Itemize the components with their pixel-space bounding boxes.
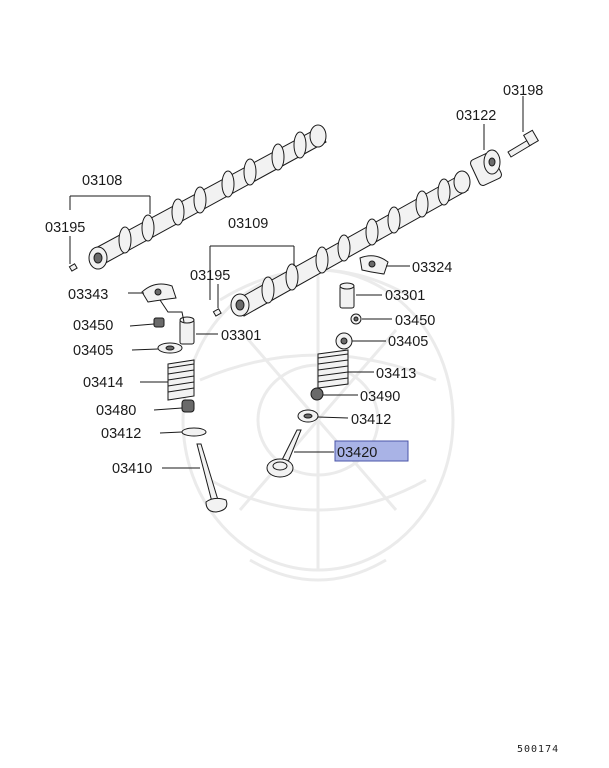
part-label-03343[interactable]: 03343 — [68, 287, 108, 303]
dowel-pin-left[interactable] — [68, 263, 78, 272]
stem-seal-left[interactable] — [181, 399, 195, 413]
rocker-arm-right[interactable] — [359, 255, 389, 275]
spring-retainer-left[interactable] — [157, 342, 183, 354]
part-label-03412-left[interactable]: 03412 — [101, 426, 141, 442]
camshaft-right-lobes — [261, 170, 471, 304]
valve-spring-left[interactable] — [167, 359, 195, 401]
part-label-03405-left[interactable]: 03405 — [73, 343, 113, 359]
part-label-03490[interactable]: 03490 — [360, 389, 400, 405]
part-labels: 03198 03122 03108 03195 03109 03195 0332… — [45, 83, 543, 477]
camshaft-left[interactable] — [88, 124, 327, 270]
dowel-pin-right[interactable] — [212, 308, 222, 317]
part-label-03109[interactable]: 03109 — [228, 216, 268, 232]
camshaft-bolt[interactable] — [507, 129, 540, 158]
rocker-arm-left[interactable] — [141, 283, 177, 303]
camshaft-adapter[interactable] — [469, 149, 503, 187]
part-label-03450-right[interactable]: 03450 — [395, 313, 435, 329]
spring-retainer-right[interactable] — [335, 332, 353, 350]
intake-valve[interactable] — [196, 443, 228, 513]
diagram-code: 500174 — [517, 744, 560, 755]
retainer-lock-right[interactable] — [350, 313, 362, 325]
part-label-03122[interactable]: 03122 — [456, 108, 496, 124]
spring-seat-right[interactable] — [297, 409, 319, 423]
part-label-03301-left[interactable]: 03301 — [221, 328, 261, 344]
part-label-03480[interactable]: 03480 — [96, 403, 136, 419]
camshaft-right[interactable] — [230, 170, 471, 317]
lash-adjuster-left[interactable] — [179, 316, 195, 345]
highlight-box[interactable] — [334, 440, 409, 462]
lash-adjuster-right[interactable] — [339, 282, 355, 309]
part-label-03410[interactable]: 03410 — [112, 461, 152, 477]
part-label-03420[interactable]: 03420 — [337, 445, 377, 461]
part-label-03198[interactable]: 03198 — [503, 83, 543, 99]
exhaust-valve[interactable] — [266, 429, 302, 478]
part-label-03414[interactable]: 03414 — [83, 375, 123, 391]
stem-seal-right[interactable] — [310, 387, 324, 401]
spring-seat-left[interactable] — [181, 427, 207, 437]
camshaft-left-lobes — [118, 124, 327, 254]
part-label-03413[interactable]: 03413 — [376, 366, 416, 382]
valve-spring-right[interactable] — [317, 349, 349, 389]
part-label-03108[interactable]: 03108 — [82, 173, 122, 189]
part-label-03450-left[interactable]: 03450 — [73, 318, 113, 334]
retainer-lock-left[interactable] — [153, 317, 165, 328]
part-label-03405-right[interactable]: 03405 — [388, 334, 428, 350]
part-label-03412-right[interactable]: 03412 — [351, 412, 391, 428]
part-label-03301-right[interactable]: 03301 — [385, 288, 425, 304]
leader-lines — [69, 96, 524, 469]
part-label-03195-left[interactable]: 03195 — [45, 220, 85, 236]
part-label-03324[interactable]: 03324 — [412, 260, 452, 276]
part-label-03195-right[interactable]: 03195 — [190, 268, 230, 284]
